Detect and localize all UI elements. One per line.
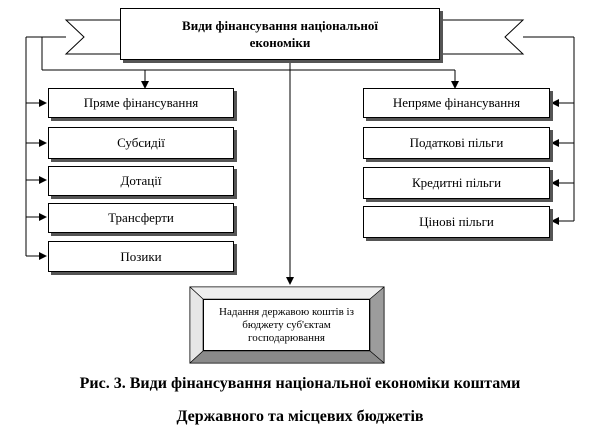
- budget-funding-box: Надання державою коштів із бюджету суб'є…: [203, 299, 370, 351]
- left-item-direct-financing: Пряме фінансування: [48, 88, 234, 118]
- left-item-label: Позики: [120, 248, 162, 264]
- right-item-label: Цінові пільги: [419, 214, 494, 229]
- left-item-label: Дотації: [120, 173, 162, 188]
- right-item-label: Кредитні пільги: [411, 175, 502, 190]
- left-item-transfers: Трансферти: [48, 203, 234, 233]
- left-item-label: Пряме фінансування: [83, 95, 199, 110]
- left-item-subsidies: Субсидії: [48, 127, 234, 159]
- left-item-label: Трансферти: [108, 210, 174, 225]
- left-item-loans: Позики: [48, 241, 234, 272]
- right-item-credit-benefits: Кредитні пільги: [363, 167, 550, 199]
- right-item-tax-benefits: Податкові пільги: [363, 127, 550, 159]
- left-connectors: [25, 36, 66, 260]
- diagram-title-box: Види фінансування національної економіки: [120, 8, 440, 60]
- diagram-title: Види фінансування національної економіки: [182, 18, 378, 50]
- left-item-grants: Дотації: [48, 166, 234, 196]
- right-item-price-benefits: Цінові пільги: [363, 206, 550, 238]
- title-right-arrow-shape: [435, 19, 525, 55]
- budget-funding-text: Надання державою коштів із бюджету суб'є…: [219, 305, 354, 344]
- right-item-label: Непряме фінансування: [392, 95, 521, 110]
- figure-caption-line1: Рис. 3. Види фінансування національної е…: [79, 375, 521, 392]
- title-rail: [41, 37, 459, 285]
- title-left-arrow-shape: [64, 19, 123, 55]
- figure-caption-line2: Державного та місцевих бюджетів: [176, 408, 424, 425]
- right-connectors: [523, 36, 575, 225]
- right-item-label: Податкові пільги: [409, 135, 504, 150]
- left-item-label: Субсидії: [117, 135, 165, 150]
- right-item-indirect-financing: Непряме фінансування: [363, 88, 550, 118]
